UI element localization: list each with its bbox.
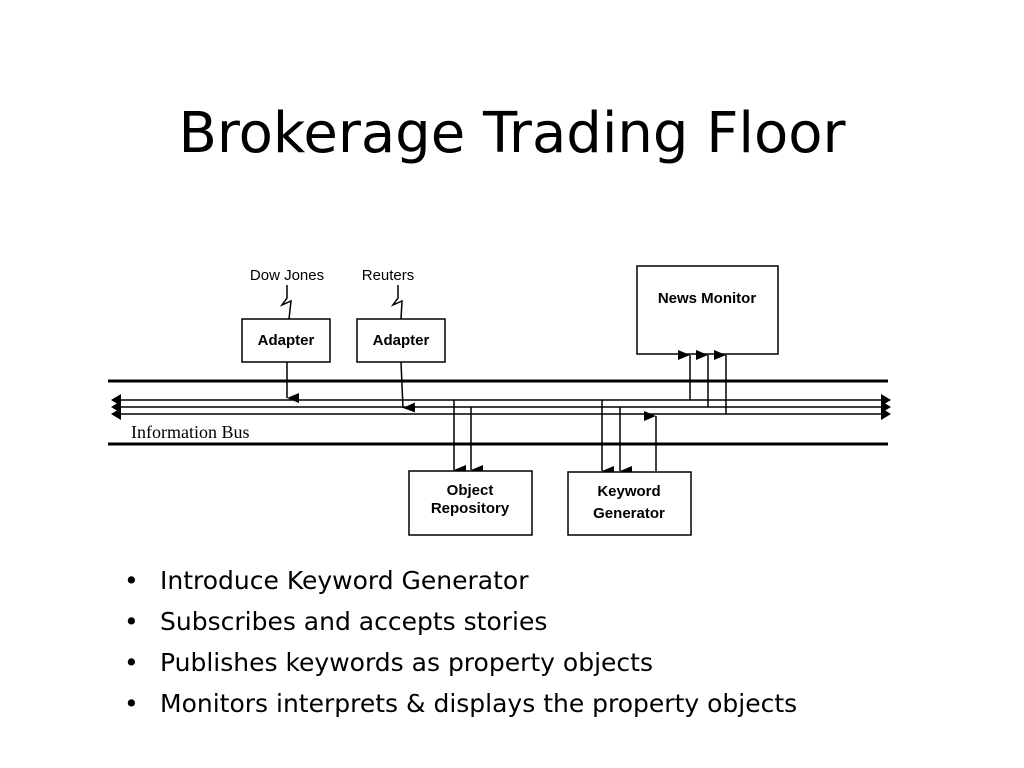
adapter-reuters-label: Adapter [373, 332, 430, 349]
keyword-generator-box: Keyword Generator [567, 471, 692, 536]
bus-left-arrow-bottom [111, 408, 121, 420]
adapter-dow-jones-label: Adapter [258, 332, 315, 349]
bullet-item: • Monitors interprets & displays the pro… [120, 683, 980, 724]
source-label-dow-jones: Dow Jones [250, 267, 324, 284]
keyword-generator-label-line1: Keyword [597, 483, 660, 500]
object-repository-label-line2: Repository [431, 500, 510, 517]
bullet-text: Introduce Keyword Generator [160, 566, 529, 595]
slide-title: Brokerage Trading Floor [178, 101, 846, 166]
object-repository-box: Object Repository [408, 470, 533, 536]
bullet-dot: • [124, 566, 139, 595]
bullet-text: Monitors interprets & displays the prope… [160, 689, 798, 718]
news-monitor-label: News Monitor [658, 290, 756, 307]
bullet-text: Subscribes and accepts stories [160, 607, 548, 636]
bullet-dot: • [124, 648, 139, 677]
bullet-item: • Subscribes and accepts stories [120, 601, 980, 642]
reuters-feed-link [390, 285, 403, 320]
news-monitor-box: News Monitor [636, 265, 779, 355]
information-bus-label: Information Bus [131, 422, 250, 442]
bullet-dot: • [124, 607, 139, 636]
source-label-reuters: Reuters [362, 267, 415, 284]
bullet-text: Publishes keywords as property objects [160, 648, 653, 677]
bullet-item: • Introduce Keyword Generator [120, 560, 980, 601]
bullet-dot: • [124, 689, 139, 718]
object-repository-label-line1: Object [447, 482, 494, 499]
bullet-item: • Publishes keywords as property objects [120, 642, 980, 683]
keyword-generator-label-line2: Generator [593, 505, 665, 522]
adapter-reuters: Adapter [356, 318, 446, 363]
dow-jones-feed-link [279, 285, 292, 320]
adapter-dow-jones: Adapter [241, 318, 331, 363]
adapter-reuters-publish-arrow [400, 361, 416, 413]
information-bus: Information Bus [108, 379, 891, 446]
bullet-list: • Introduce Keyword Generator • Subscrib… [120, 560, 980, 724]
bus-right-arrow-bottom [881, 408, 891, 420]
